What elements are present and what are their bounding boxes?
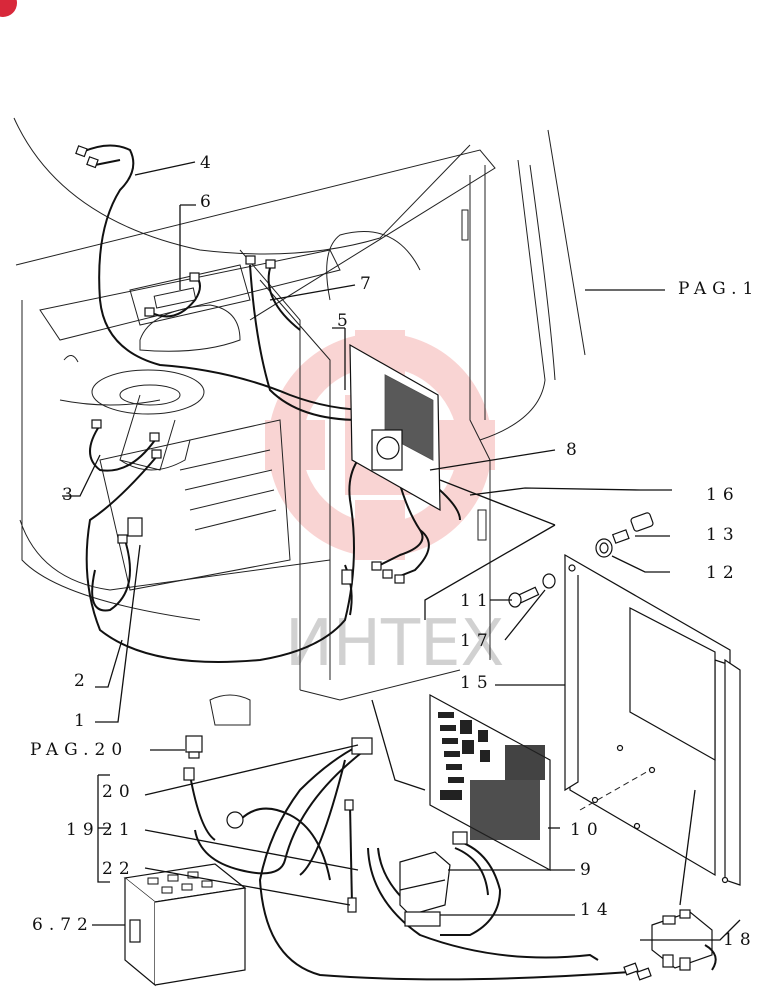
label-6-72: 6.72 — [32, 915, 94, 935]
label-8: 8 — [566, 440, 583, 460]
label-pag-1: PAG.1 — [678, 279, 759, 299]
label-15: 15 — [460, 673, 494, 693]
label-6: 6 — [200, 192, 217, 212]
label-21: 21 — [102, 820, 136, 840]
label-17: 17 — [460, 631, 494, 651]
battery — [123, 863, 247, 987]
label-22: 22 — [102, 859, 136, 879]
label-13: 13 — [706, 525, 740, 545]
mounting-plate — [564, 553, 741, 886]
label-20: 20 — [102, 782, 136, 802]
label-pag-20: PAG.20 — [30, 740, 128, 760]
label-4: 4 — [200, 153, 217, 173]
label-3: 3 — [62, 485, 79, 505]
leader-lines — [62, 161, 741, 941]
page-badge-icon — [0, 0, 17, 17]
label-19: 19 — [66, 820, 100, 840]
wiring-harness — [81, 144, 631, 981]
label-7: 7 — [360, 274, 377, 294]
label-1: 1 — [74, 711, 91, 731]
label-9: 9 — [580, 860, 597, 880]
label-12: 12 — [706, 563, 740, 583]
label-2: 2 — [74, 671, 91, 691]
watermark-text: ИНТЕХ — [285, 607, 504, 681]
electronic-board — [429, 693, 551, 872]
label-11: 11 — [460, 591, 494, 611]
label-10: 10 — [570, 820, 604, 840]
callout-labels: 4 6 7 5 8 PAG.1 16 13 12 11 17 15 3 2 1 … — [30, 153, 759, 950]
cab-relay-board — [349, 343, 441, 512]
label-16: 16 — [706, 485, 740, 505]
label-14: 14 — [580, 900, 614, 920]
label-5: 5 — [337, 311, 354, 331]
cab-outline — [13, 117, 586, 726]
fasteners — [508, 512, 654, 608]
label-18: 18 — [723, 930, 757, 950]
control-module — [399, 831, 468, 927]
